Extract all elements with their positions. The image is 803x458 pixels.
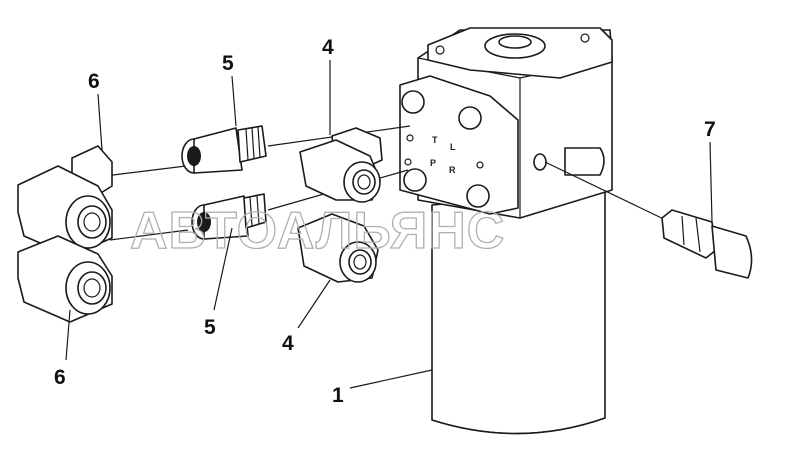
- guide-line-top-left: [104, 165, 187, 177]
- callout-numbers: 6 5 4 7 5 4 6 1: [54, 36, 716, 407]
- callout-6-top: 6: [88, 70, 100, 93]
- side-port: [533, 153, 547, 171]
- callout-4-top: 4: [322, 36, 334, 59]
- elbow-6-bottom-bore: [77, 271, 107, 305]
- elbow-4-bottom-bore-inner: [353, 254, 367, 270]
- connector-7-flat-2: [695, 217, 701, 253]
- leader-6-bottom: [65, 309, 71, 361]
- callout-5-bottom: 5: [204, 316, 216, 339]
- leader-4-bottom: [297, 279, 331, 329]
- port-label-T: T: [432, 135, 438, 145]
- plate-hole-top-left: [401, 90, 425, 114]
- port-label-R: R: [449, 165, 456, 175]
- elbow-6-top-bore: [77, 205, 107, 239]
- part-5-adapter-bottom: [191, 193, 267, 240]
- guide-line-part-7: [544, 161, 673, 224]
- port-hole-2: [404, 158, 412, 166]
- plate-hole-bottom-right: [466, 184, 490, 208]
- guide-line-bottom-left: [109, 229, 189, 241]
- part-4-elbow-fitting-bottom: [297, 213, 379, 283]
- leader-5-top: [231, 75, 237, 127]
- part-5-adapter-top: [181, 125, 267, 174]
- plate-hole-top-right: [458, 106, 482, 130]
- elbow-4-bottom-bore: [348, 249, 372, 275]
- flange-bolt-hole-1: [435, 45, 445, 55]
- adapter-5-top-hex: [193, 127, 243, 174]
- elbow-4-top-bore: [352, 169, 376, 195]
- connector-7-hex: [661, 209, 717, 259]
- port-hole-3: [476, 161, 484, 169]
- connector-7-flat-1: [681, 215, 685, 246]
- adapter-5-bottom-thread: [243, 193, 267, 229]
- port-label-L: L: [450, 142, 456, 152]
- leader-1: [349, 369, 433, 389]
- port-hole-1: [406, 134, 414, 142]
- elbow-6-top-bore-inner: [83, 212, 101, 232]
- part-7-connector: [661, 209, 753, 279]
- callout-5-top: 5: [222, 52, 234, 75]
- watermark-text: АВТОАЛЬЯНС: [130, 202, 505, 260]
- adapter-5-bottom-bore: [197, 212, 211, 232]
- part-4-elbow-fitting-top: [299, 127, 383, 203]
- plate-hole-bottom-left: [403, 168, 427, 192]
- callout-1: 1: [332, 384, 344, 407]
- connector-7-body: [711, 225, 753, 279]
- callout-7: 7: [704, 118, 716, 141]
- port-label-P: P: [430, 158, 436, 168]
- elbow-4-top-bore-inner: [357, 174, 371, 190]
- callout-6-bottom: 6: [54, 366, 66, 389]
- leader-5-bottom: [213, 227, 233, 311]
- part-6-elbow-fitting-bottom: [17, 235, 113, 323]
- callout-4-bottom: 4: [282, 332, 294, 355]
- side-boss: [564, 147, 605, 176]
- mounting-plate: [399, 75, 519, 215]
- elbow-6-bottom-bore-inner: [83, 278, 101, 298]
- flange-bolt-hole-2: [580, 33, 590, 43]
- top-boss-cap: [498, 35, 532, 49]
- cylinder-bottom-edge: [431, 417, 606, 435]
- leader-6-top: [97, 93, 103, 151]
- adapter-5-top-bore: [187, 146, 201, 166]
- leader-7: [709, 141, 713, 223]
- leader-lines: [65, 60, 713, 389]
- part-6-elbow-fitting-top: [17, 145, 113, 257]
